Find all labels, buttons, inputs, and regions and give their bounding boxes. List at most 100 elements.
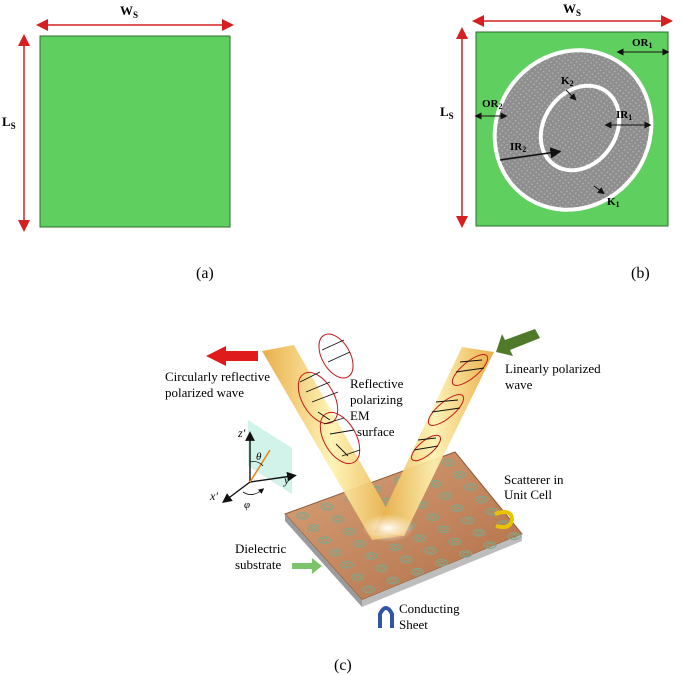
- ir2-label: IR2: [510, 141, 526, 154]
- reflection-spot: [362, 514, 414, 542]
- scatterer-ring: [413, 569, 421, 574]
- panel-a: WS LS (a): [2, 3, 234, 282]
- incidence-direction: [249, 449, 271, 483]
- scatterer-ring: [340, 561, 354, 569]
- scatterer-ring: [307, 524, 321, 532]
- reflected-wave-arrow: [206, 346, 258, 366]
- scatterer-ring: [364, 552, 378, 560]
- scatterer-ring: [463, 483, 477, 491]
- scatterer-ring: [459, 550, 473, 558]
- panel-b: WS LS OR1 OR2 IR1 IR2: [440, 1, 673, 282]
- theta-label: θ: [256, 451, 262, 463]
- dielectric-label-line1: Dielectric: [235, 541, 286, 556]
- scatterer-ring: [296, 511, 310, 520]
- incident-wave-arrow: [496, 329, 540, 356]
- scatterer-ring: [427, 548, 434, 553]
- substrate-side-right: [362, 534, 522, 607]
- scatterer-ring: [461, 516, 475, 525]
- scatterer-ring: [321, 538, 329, 543]
- incident-field-vectors: [413, 359, 485, 451]
- scatterer-ring: [332, 550, 340, 555]
- reflected-beam: [262, 345, 402, 540]
- dielectric-pointer-arrow: [292, 558, 322, 574]
- conducting-label-line2: Sheet: [399, 617, 428, 632]
- linear-polarization-waves: [410, 354, 489, 462]
- caption-b: (b): [631, 265, 650, 282]
- scatterer-ring: [342, 527, 356, 536]
- scatterer-ring: [462, 551, 470, 557]
- or1-label: OR1: [632, 37, 653, 50]
- scatterer-ring: [378, 566, 386, 571]
- scatterer-ring: [334, 516, 342, 522]
- conducting-sheet-pointer: [378, 606, 394, 628]
- conducting-label-line1: Conducting: [399, 601, 460, 616]
- scatterer-ring: [440, 527, 448, 532]
- reflective-surface-label-line2: polarizing: [350, 392, 403, 407]
- scatterer-label-line1: Scatterer in: [504, 472, 564, 487]
- scatterer-ring: [375, 564, 389, 573]
- scatterer-ring: [323, 504, 331, 510]
- k2-dimension: [565, 89, 577, 101]
- scatterer-ring: [388, 543, 402, 551]
- scatterer-ring: [507, 532, 521, 541]
- length-label: LS: [2, 114, 16, 131]
- theta-arc: [249, 461, 264, 467]
- scatterer-ring: [439, 492, 453, 500]
- caption-a: (a): [196, 265, 214, 282]
- dielectric-label-line2: substrate: [235, 557, 281, 572]
- scatterer-ring: [310, 525, 318, 531]
- scatterer-ring: [426, 513, 440, 521]
- scatterer-ring: [435, 559, 448, 567]
- scatterer-ring: [450, 504, 464, 513]
- scatterer-ring: [362, 585, 376, 594]
- ir2-dimension: [499, 147, 562, 161]
- scatterer-ring: [331, 515, 345, 523]
- scatterer-ring: [391, 544, 399, 550]
- scatterer-ring: [429, 514, 437, 520]
- k1-label: K1: [607, 196, 620, 209]
- axis-z-label: z′: [237, 426, 246, 440]
- scatterer-label-line2: Unit Cell: [504, 487, 552, 502]
- scatterer-ring: [466, 484, 474, 490]
- scatterer-ring: [453, 506, 461, 511]
- ir1-label: IR1: [616, 109, 632, 122]
- reflected-field-vectors: [299, 339, 361, 457]
- width-label-b: WS: [563, 1, 581, 18]
- scatterer-ring: [354, 574, 362, 580]
- linear-wave-label-line2: wave: [505, 377, 533, 392]
- reflective-surface-label-line4: surface: [357, 424, 395, 439]
- scatterer-ring: [320, 503, 334, 511]
- scatterer-ring: [329, 548, 343, 557]
- scatterer-ring: [510, 534, 518, 539]
- substrate-side-left: [285, 514, 362, 607]
- incident-beam: [374, 347, 494, 536]
- reflective-surface-label-line1: Reflective: [350, 376, 404, 391]
- scatterer-ring: [442, 493, 450, 499]
- phi-arc: [242, 488, 265, 495]
- reflective-surface-label-line3: EM: [350, 408, 370, 423]
- scatterer-ring: [488, 509, 496, 514]
- unit-cell-square: [39, 35, 231, 228]
- scatterer-ring: [343, 562, 351, 568]
- scatterer-ring: [474, 495, 488, 504]
- k2-label: K2: [561, 75, 574, 88]
- caption-c: (c): [334, 657, 352, 674]
- scatterer-ring: [451, 539, 459, 544]
- circular-wave-label-line1: Circularly reflective: [165, 369, 270, 384]
- scatterer-ring: [353, 539, 367, 548]
- scatterer-ring: [472, 529, 486, 537]
- scatterer-ring: [386, 576, 400, 585]
- scatterer-ring: [402, 557, 410, 562]
- scatterer-ring: [413, 534, 426, 543]
- scatterer-ring: [424, 546, 437, 555]
- scatterer-ring: [464, 518, 472, 523]
- axis-y-label: y′: [283, 473, 292, 487]
- scatterer-ring: [431, 481, 439, 486]
- linear-wave-label-line1: Linearly polarized: [505, 361, 601, 376]
- or2-label: OR2: [482, 98, 503, 111]
- scatterer-ring: [399, 555, 413, 564]
- panel-c: z′ y′ x′ θ φ Circularly reflective polar…: [165, 329, 601, 674]
- scatterer-ring: [475, 530, 483, 536]
- phi-label: φ: [244, 499, 250, 511]
